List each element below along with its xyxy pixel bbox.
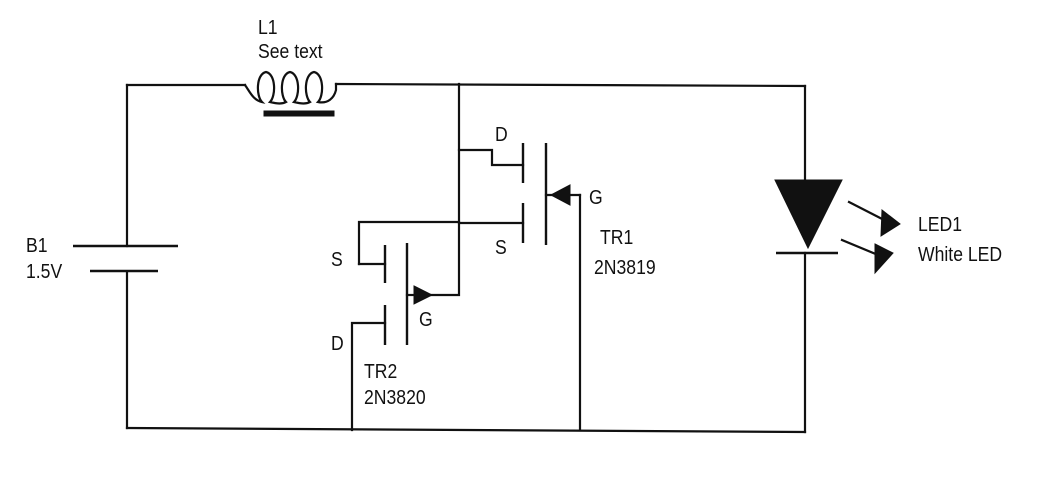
- tr2-source-label: S: [331, 249, 343, 271]
- led-triangle: [774, 179, 843, 250]
- tr1-source-label: S: [495, 237, 507, 259]
- tr1-part-label: 2N3819: [594, 257, 656, 279]
- battery-ref-label: B1: [26, 235, 48, 257]
- inductor-l1: [243, 70, 338, 117]
- wire-tr1-drain: [457, 148, 525, 167]
- transistor-tr2: [383, 243, 434, 345]
- light-emission-arrows: [840, 200, 901, 275]
- tr2-gate-arrow: [413, 285, 434, 305]
- tr2-gate-label: G: [419, 309, 433, 331]
- wire-middle-vertical: [418, 82, 461, 297]
- tr1-ref-label: TR1: [600, 227, 634, 249]
- tr1-gate-arrow: [549, 184, 571, 206]
- wire-bottom: [125, 426, 807, 434]
- inductor-value-label: See text: [258, 41, 323, 63]
- battery-value-label: 1.5V: [26, 261, 63, 283]
- tr1-drain-label: D: [495, 124, 508, 146]
- led-value-label: White LED: [918, 244, 1003, 266]
- wire-tr2-drain: [350, 321, 387, 432]
- inductor-ref-label: L1: [258, 17, 278, 39]
- led1: [774, 179, 901, 275]
- tr1-gate-label: G: [589, 187, 603, 209]
- tr2-ref-label: TR2: [364, 361, 398, 383]
- tr2-part-label: 2N3820: [364, 387, 426, 409]
- wire-top-right: [334, 82, 807, 88]
- led-ref-label: LED1: [918, 214, 963, 236]
- battery-b1: [73, 244, 178, 273]
- transistor-tr1: [521, 143, 582, 245]
- wire-tr2-source: [357, 220, 461, 266]
- inductor-core: [263, 110, 335, 117]
- tr2-drain-label: D: [331, 333, 344, 355]
